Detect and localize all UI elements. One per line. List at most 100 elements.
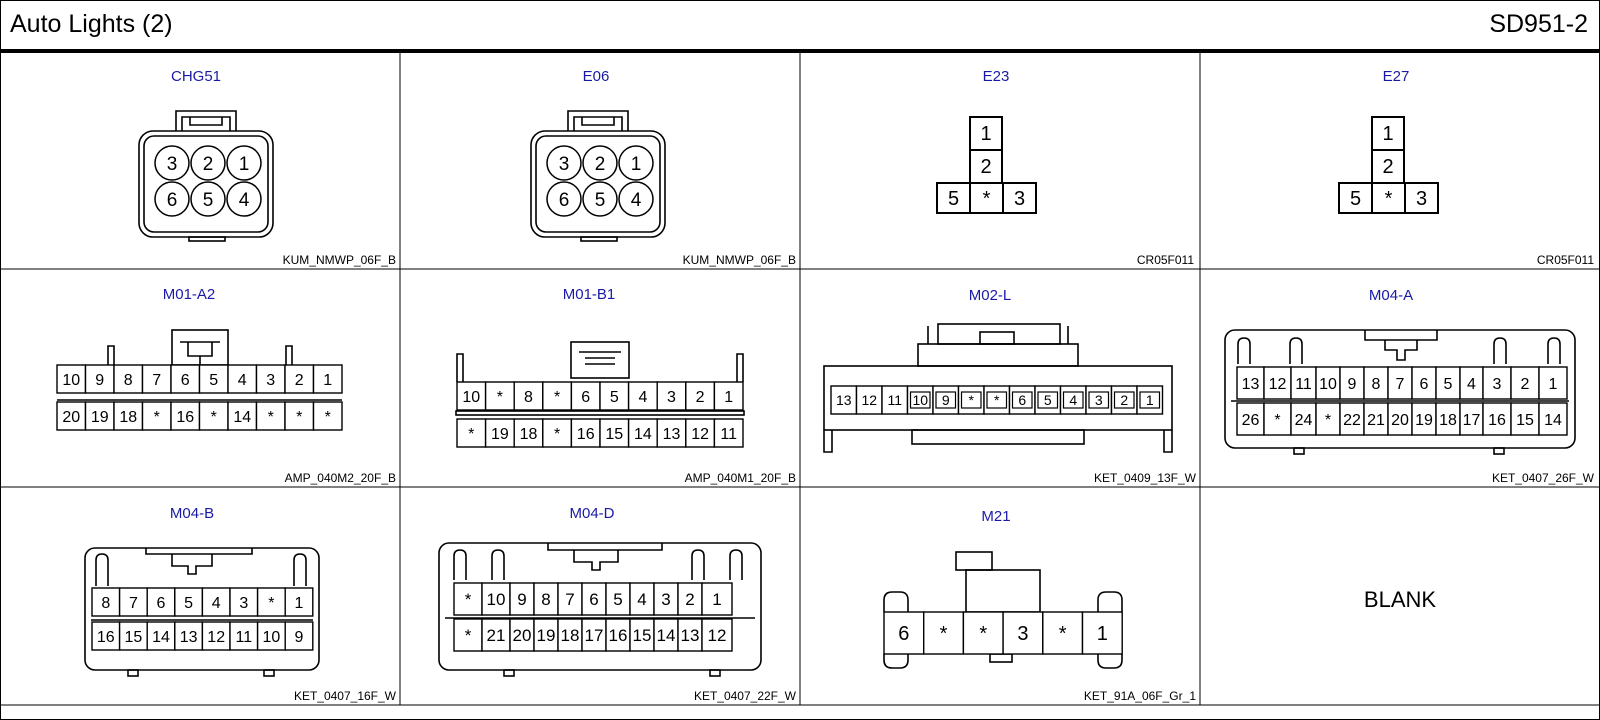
pin-cell	[557, 582, 583, 616]
pin-label: 12	[708, 626, 727, 645]
pin-label: 8	[524, 389, 533, 406]
connector-part: KUM_NMWP_06F_B	[283, 253, 396, 267]
pin-cell	[174, 587, 204, 617]
pin-cell	[226, 145, 262, 181]
pin-cell	[685, 381, 716, 411]
pin-cell	[453, 618, 483, 652]
pin-cell	[1034, 385, 1062, 415]
pin-cell	[546, 181, 582, 217]
pin-cell	[118, 587, 148, 617]
pin-label: *	[940, 623, 948, 645]
pin-label: 7	[565, 590, 574, 609]
pin-label: 4	[637, 590, 646, 609]
pin-label: *	[296, 409, 302, 426]
pin-label: 24	[1295, 412, 1313, 429]
pin-cell	[229, 621, 259, 651]
pin-label: 13	[836, 392, 852, 408]
pin-label: 4	[212, 595, 221, 612]
pin-label: 19	[537, 626, 556, 645]
pin-label: 6	[181, 372, 190, 389]
pin-label: 7	[129, 595, 138, 612]
pin-cell	[1387, 402, 1413, 436]
pin-cell	[1042, 611, 1084, 655]
pin-cell	[936, 182, 971, 214]
pin-cell	[629, 618, 655, 652]
pin-cell	[91, 621, 121, 651]
pin-cell	[170, 401, 201, 431]
pin-label: 9	[295, 629, 304, 646]
pin-label: 19	[91, 409, 109, 426]
pin-cell	[677, 582, 703, 616]
pin-label: 10	[1319, 376, 1337, 393]
pin-label: 12	[207, 629, 225, 646]
pin-cell	[1510, 366, 1540, 400]
pin-cell	[570, 418, 601, 448]
pin-cell	[932, 385, 960, 415]
pin-label: 8	[541, 590, 550, 609]
pin-cell	[198, 364, 229, 394]
pin-label: 7	[152, 372, 161, 389]
pin-socket	[1139, 391, 1161, 409]
connector-name: M04-D	[569, 505, 614, 522]
pin-cell	[509, 618, 535, 652]
pin-cell	[883, 611, 925, 655]
pin-label: 1	[1146, 392, 1154, 408]
pin-cell	[969, 116, 1003, 151]
pin-cell	[713, 381, 744, 411]
pin-grid: 125*3	[1338, 116, 1439, 214]
pin-cell	[198, 401, 229, 431]
pin-label: 18	[119, 409, 137, 426]
page-title: Auto Lights (2)	[10, 10, 173, 38]
pin-label: 19	[491, 426, 509, 443]
pin-cell	[456, 381, 487, 411]
pin-label: *	[994, 392, 1000, 408]
pin-socket	[935, 391, 957, 409]
pin-label: 6	[898, 623, 909, 645]
pin-label: 9	[942, 392, 950, 408]
pin-cell	[546, 145, 582, 181]
pin-cell	[701, 582, 733, 616]
pin-cell	[1482, 366, 1512, 400]
pin-label: 12	[861, 392, 877, 408]
connector-e27: E27 125*3 CR05F011	[1338, 68, 1594, 267]
pin-label: 13	[681, 626, 700, 645]
connector-shell	[530, 110, 666, 242]
pin-cell	[1339, 402, 1365, 436]
pin-label: 1	[1097, 623, 1108, 645]
pin-label: 5	[613, 590, 622, 609]
pin-socket	[909, 391, 931, 409]
pin-label: 2	[1382, 156, 1393, 178]
pin-label: 5	[184, 595, 193, 612]
pin-label: *	[1274, 412, 1280, 429]
pin-cell	[969, 149, 1003, 184]
pin-label: 6	[589, 590, 598, 609]
pin-cell	[656, 418, 687, 448]
pin-label: 11	[887, 392, 902, 408]
pin-socket	[1011, 391, 1033, 409]
pin-socket	[1088, 391, 1110, 409]
pin-cell	[154, 145, 190, 181]
pin-label: *	[1385, 188, 1393, 210]
connector-part: KET_0407_22F_W	[694, 689, 797, 703]
pin-cell	[1363, 402, 1389, 436]
pin-cell	[284, 401, 315, 431]
connector-name: M01-A2	[163, 286, 216, 303]
pin-label: 6	[581, 389, 590, 406]
pin-label: 2	[295, 372, 304, 389]
pin-label: 16	[97, 629, 115, 646]
pin-cell	[56, 401, 87, 431]
pin-label: *	[325, 409, 331, 426]
pin-cell	[1363, 366, 1389, 400]
pin-label: 2	[1521, 376, 1530, 393]
pin-label: 18	[520, 426, 538, 443]
pin-label: 15	[605, 426, 623, 443]
blank-cell-label: BLANK	[1364, 587, 1436, 612]
pin-label: 1	[1382, 123, 1393, 145]
pin-label: 3	[167, 154, 178, 175]
